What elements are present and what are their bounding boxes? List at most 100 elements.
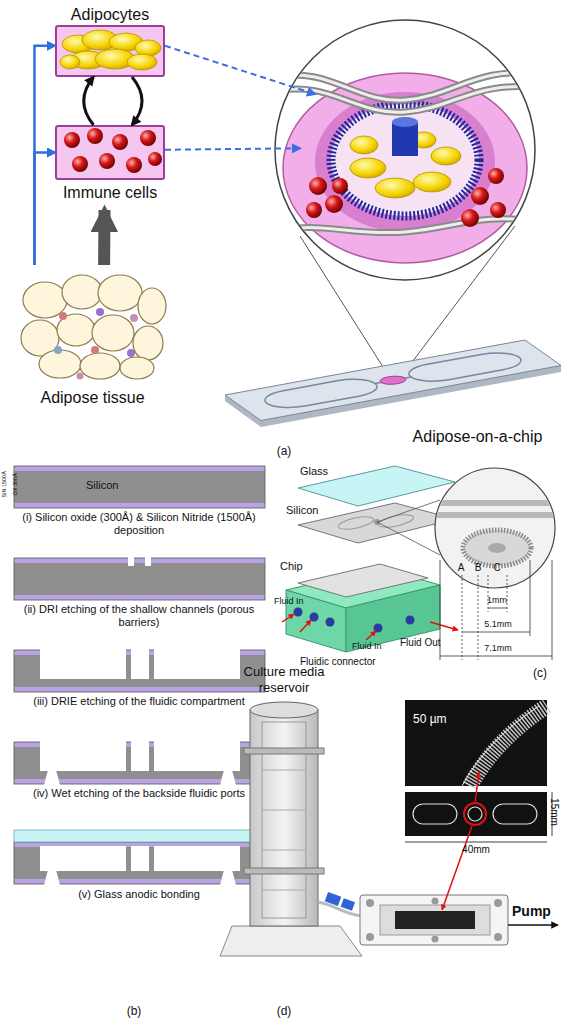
- chip-zoom-view: [306, 202, 322, 218]
- fabrication-steps: [14, 563, 265, 595]
- chip-zoom-view: [375, 178, 415, 198]
- setup-photo: [468, 807, 482, 821]
- figure-label: (iv) Wet etching of the backside fluidic…: [10, 787, 268, 800]
- fabrication-steps: [14, 747, 265, 779]
- chip-assembly: [298, 503, 455, 543]
- figure-label: 5.1mm: [476, 619, 520, 630]
- adipose-tissue-illustration: [57, 314, 95, 346]
- immune-cells: [64, 128, 162, 173]
- setup-photo: [220, 700, 558, 956]
- chip-slab: [225, 340, 561, 427]
- adipose-tissue-illustration: [120, 357, 154, 379]
- immune-cells: [140, 130, 156, 146]
- setup-photo: [413, 804, 537, 824]
- adipocyte-cells: [109, 33, 143, 51]
- fabrication-steps: [14, 471, 265, 503]
- cell-box: Immune cells: [55, 125, 165, 180]
- chip-zoom-view: [331, 104, 479, 216]
- fabrication-steps: [131, 741, 149, 771]
- chip-zoom-view: [412, 132, 436, 148]
- setup-photo: [250, 702, 318, 718]
- chip-zoom-view: [270, 219, 540, 233]
- fabrication-steps: [14, 830, 265, 842]
- adipocyte-cells: [60, 30, 161, 70]
- chip-zoom-view: [325, 195, 343, 213]
- adipose-tissue-illustration: [77, 373, 84, 380]
- setup-photo: [380, 905, 490, 935]
- chip-zoom-view: [490, 202, 506, 218]
- adipose-tissue-illustration: [21, 320, 59, 356]
- adipocyte-cells: [82, 30, 118, 50]
- immune-cells: [126, 157, 142, 173]
- fabrication-steps: [131, 649, 149, 679]
- fabrication-steps: [14, 466, 265, 508]
- setup-photo: [360, 895, 508, 945]
- figure-label: 1mm: [480, 595, 514, 606]
- chip-assembly: [478, 575, 479, 660]
- connector-arrow: [165, 148, 300, 149]
- chip-zoom-view: [431, 147, 461, 165]
- chip-assembly: [377, 522, 440, 555]
- chip-zoom-view: [392, 117, 418, 127]
- connector-arrow: [35, 46, 56, 265]
- chip-zoom-view: [270, 73, 540, 263]
- chip-slab: [256, 376, 386, 411]
- adipose-tissue-illustration: [54, 346, 62, 354]
- adipose-tissue-illustration: [21, 275, 166, 380]
- setup-photo: [366, 898, 502, 943]
- setup-photo: [405, 700, 547, 786]
- connector-arrow: [132, 77, 142, 125]
- chip-assembly: [282, 614, 458, 640]
- tissue-node: Adipose tissue: [20, 265, 165, 407]
- fabrication-steps: [14, 466, 265, 471]
- figure-label: Fluid In: [352, 641, 402, 652]
- immune-cells: [112, 134, 128, 150]
- setup-photo: [475, 772, 479, 803]
- setup-photo: [262, 850, 306, 851]
- chip-assembly: [440, 560, 552, 660]
- adipose-tissue-illustration: [130, 314, 138, 322]
- figure-label: Fluid Out: [400, 637, 460, 649]
- setup-photo: [341, 898, 355, 911]
- chip-zoom-view: [306, 168, 506, 227]
- chip-zoom-view: [270, 73, 540, 101]
- adipose-tissue-illustration: [92, 315, 134, 351]
- chip-assembly: [377, 500, 440, 522]
- adipocyte-cells: [135, 40, 161, 56]
- fabrication-steps: [220, 770, 236, 785]
- chip-assembly: [366, 631, 376, 640]
- fabrication-steps: [128, 557, 134, 566]
- node-label: Adipocytes: [37, 5, 183, 24]
- fabrication-steps: [154, 649, 240, 679]
- setup-photo: [366, 933, 374, 941]
- adipose-tissue-illustration: [54, 308, 138, 380]
- setup-photo: [262, 770, 306, 771]
- chip-assembly: [298, 466, 455, 506]
- figure-label: Culture media reservoir: [226, 664, 342, 695]
- node-label: Adipose-on-a-chip: [395, 427, 560, 446]
- fabrication-steps: [14, 595, 265, 600]
- fabrication-steps: [14, 842, 265, 884]
- adipocyte-cells: [95, 49, 135, 69]
- setup-photo: [405, 842, 547, 843]
- figure-label: C: [491, 562, 503, 574]
- chip-assembly: [507, 575, 508, 612]
- fabrication-steps: [14, 655, 265, 687]
- chip-assembly: [282, 466, 560, 660]
- chip-assembly: [462, 632, 530, 633]
- figure-label: (iii) DRIE etching of the fluidic compar…: [10, 695, 268, 708]
- adipocyte-cells: [62, 35, 94, 53]
- cell-box: Adipocytes: [55, 25, 165, 77]
- immune-cells: [148, 152, 162, 166]
- chip-zoom-view: [270, 73, 540, 101]
- chip-zoom-view: [332, 178, 348, 194]
- chip-assembly: [462, 575, 463, 660]
- setup-photo: [220, 926, 362, 956]
- chip-assembly: [310, 613, 319, 622]
- chip-assembly: [430, 622, 458, 630]
- setup-photo: [462, 706, 539, 786]
- chip-assembly: [430, 500, 560, 566]
- setup-photo: [262, 722, 306, 918]
